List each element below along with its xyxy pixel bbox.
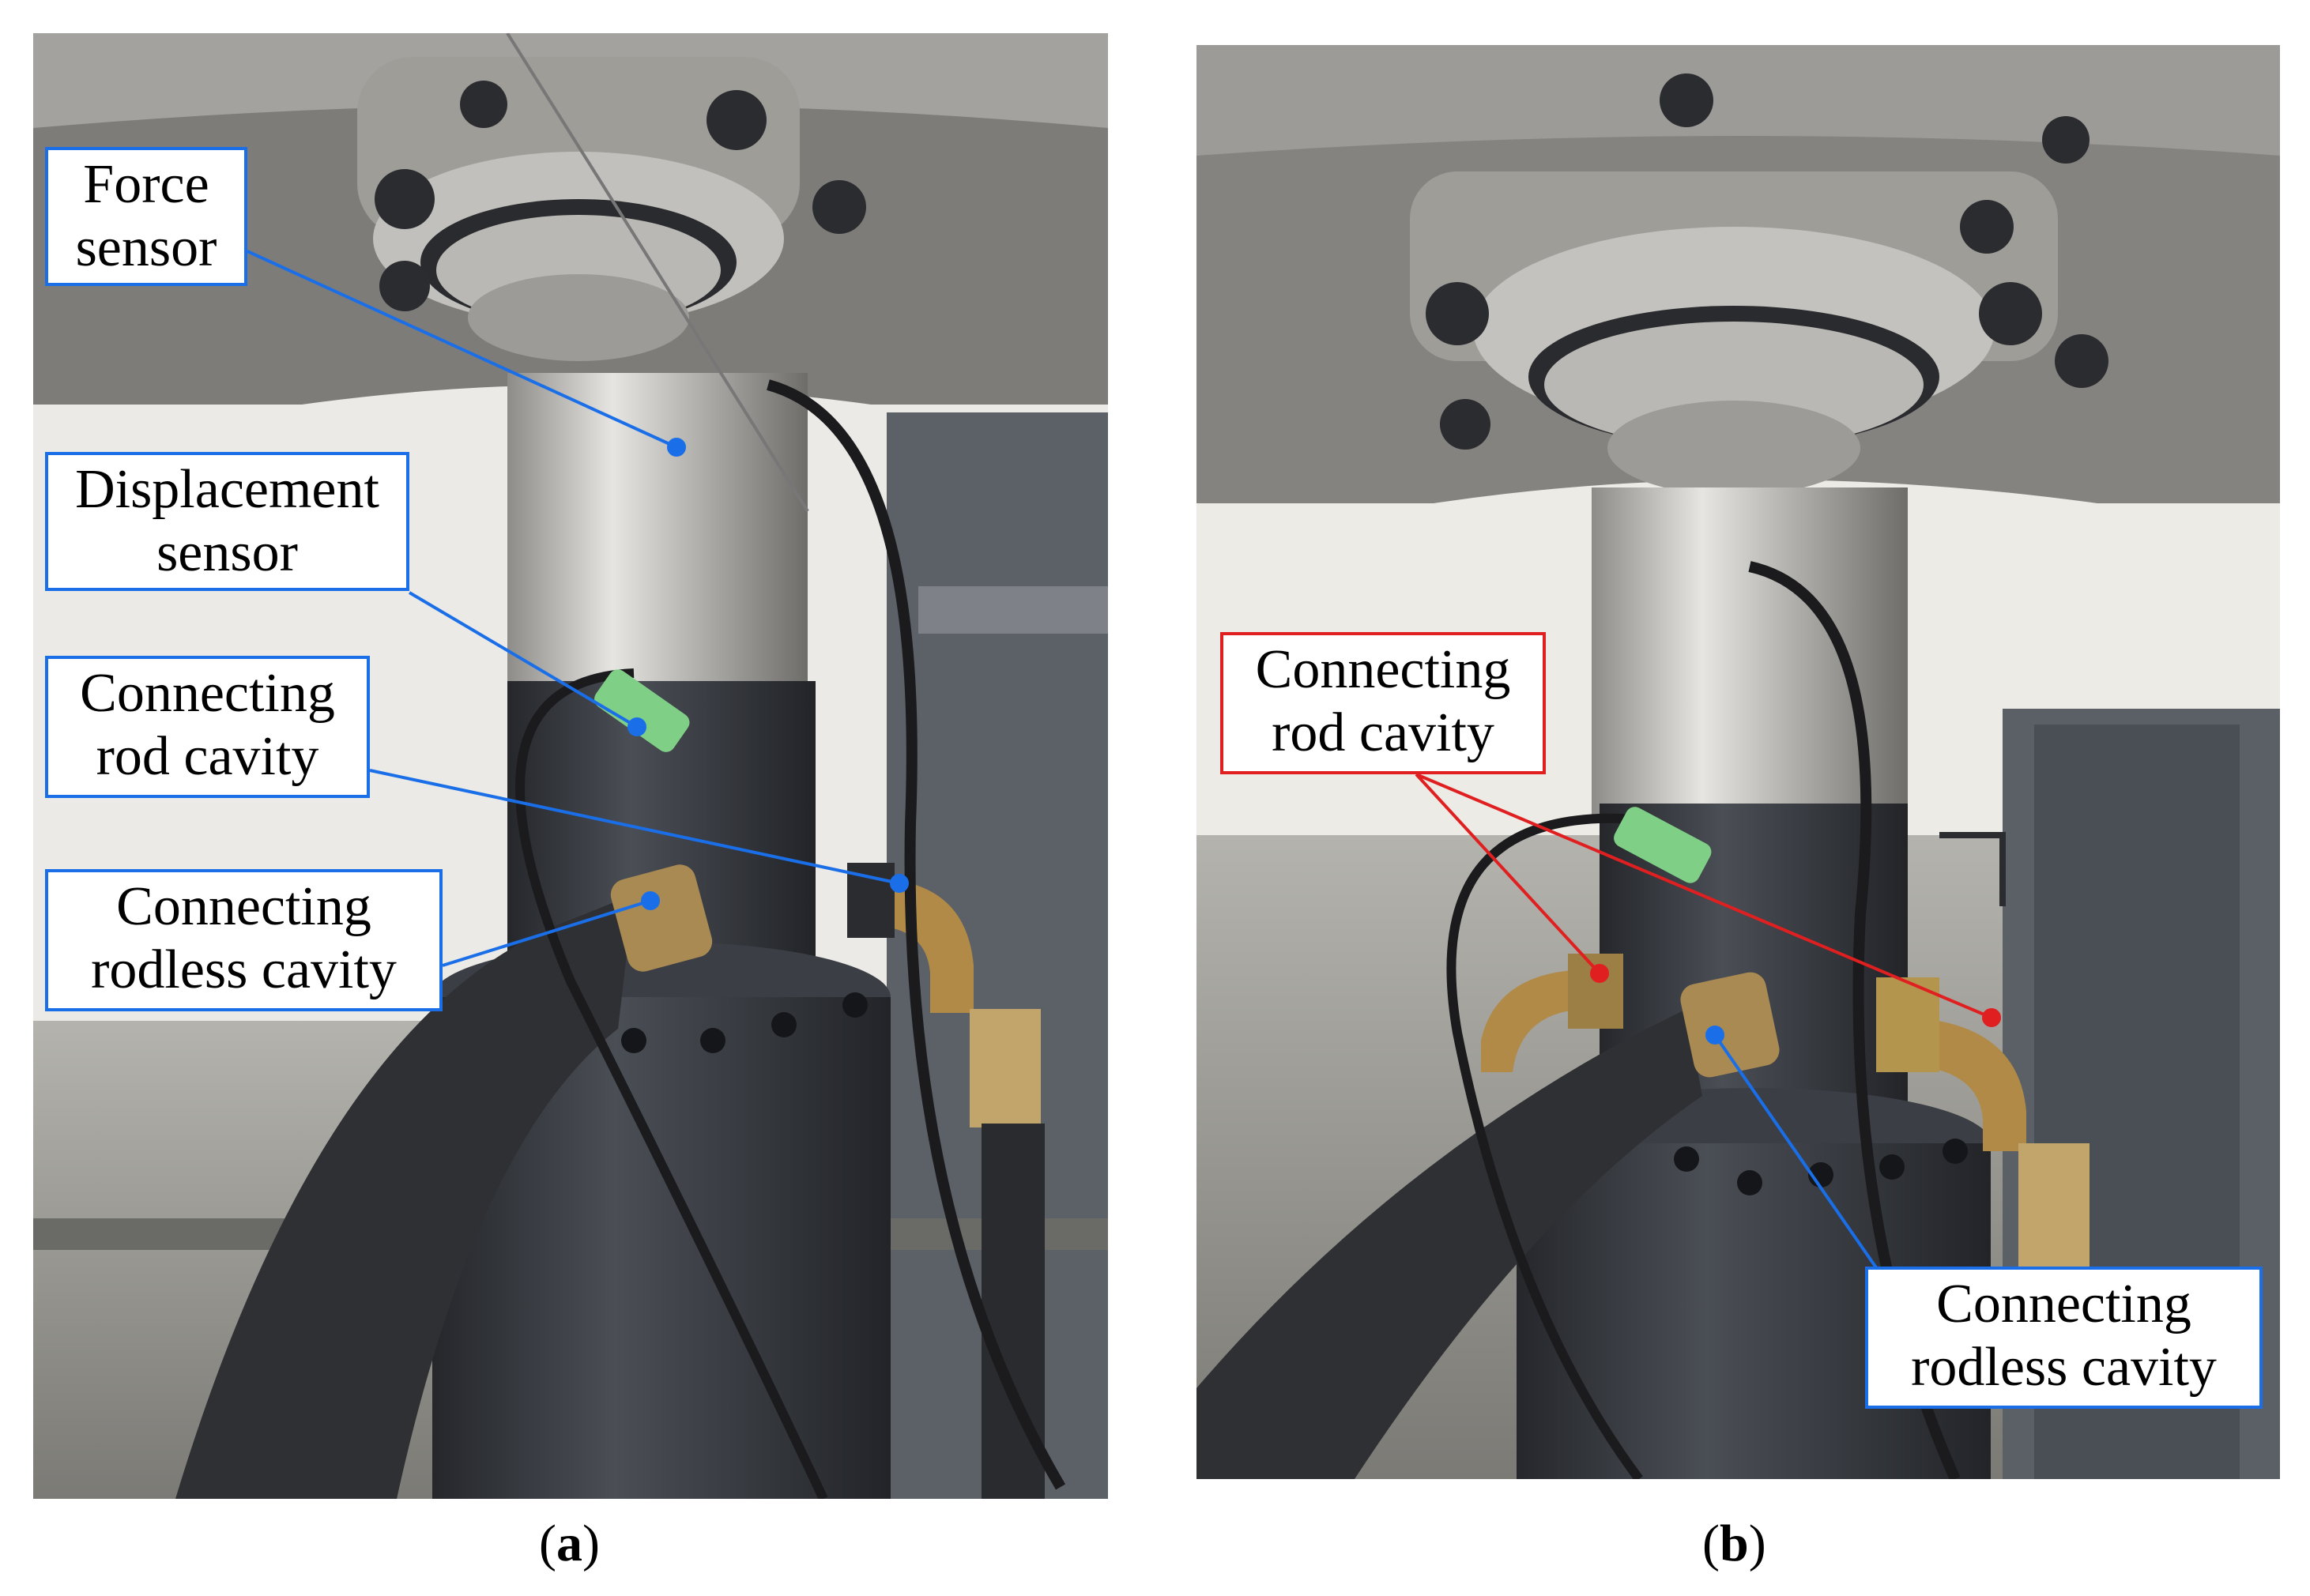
connecting-rodless-cavity-label-b: Connecting rodless cavity <box>1865 1267 2263 1409</box>
connecting-rod-cavity-label-a: Connecting rod cavity <box>45 656 370 798</box>
caption-open-paren: ( <box>539 1515 556 1572</box>
force-sensor-label: Force sensor <box>45 147 247 286</box>
subfigure-caption-b: (b) <box>1702 1514 1766 1574</box>
caption-open-paren: ( <box>1702 1515 1720 1572</box>
caption-letter: b <box>1719 1515 1749 1572</box>
connecting-rodless-cavity-label-a: Connecting rodless cavity <box>45 869 443 1011</box>
caption-close-paren: ) <box>1748 1515 1766 1572</box>
caption-letter: a <box>556 1515 582 1572</box>
displacement-sensor-label: Displacement sensor <box>45 452 409 591</box>
connecting-rod-cavity-label-b: Connecting rod cavity <box>1220 632 1546 774</box>
subfigure-caption-a: (a) <box>539 1514 600 1574</box>
caption-close-paren: ) <box>582 1515 600 1572</box>
